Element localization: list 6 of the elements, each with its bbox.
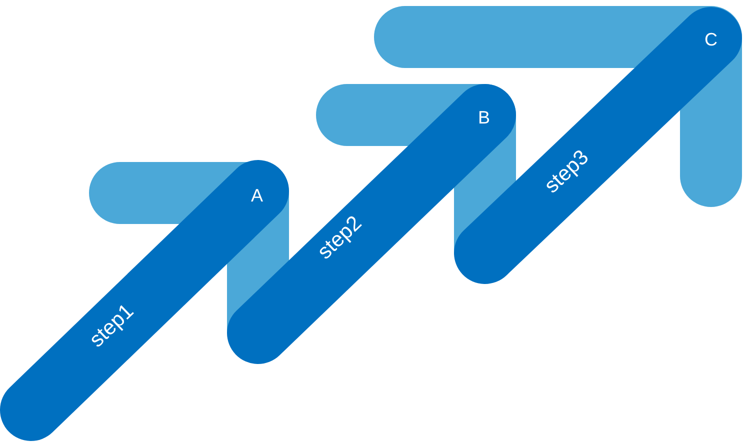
step-band (227, 84, 516, 364)
step-band (374, 6, 742, 284)
step-band (0, 160, 289, 441)
step-letter: B (478, 108, 490, 128)
step-letter: A (251, 186, 263, 206)
step-letter: C (704, 30, 718, 50)
